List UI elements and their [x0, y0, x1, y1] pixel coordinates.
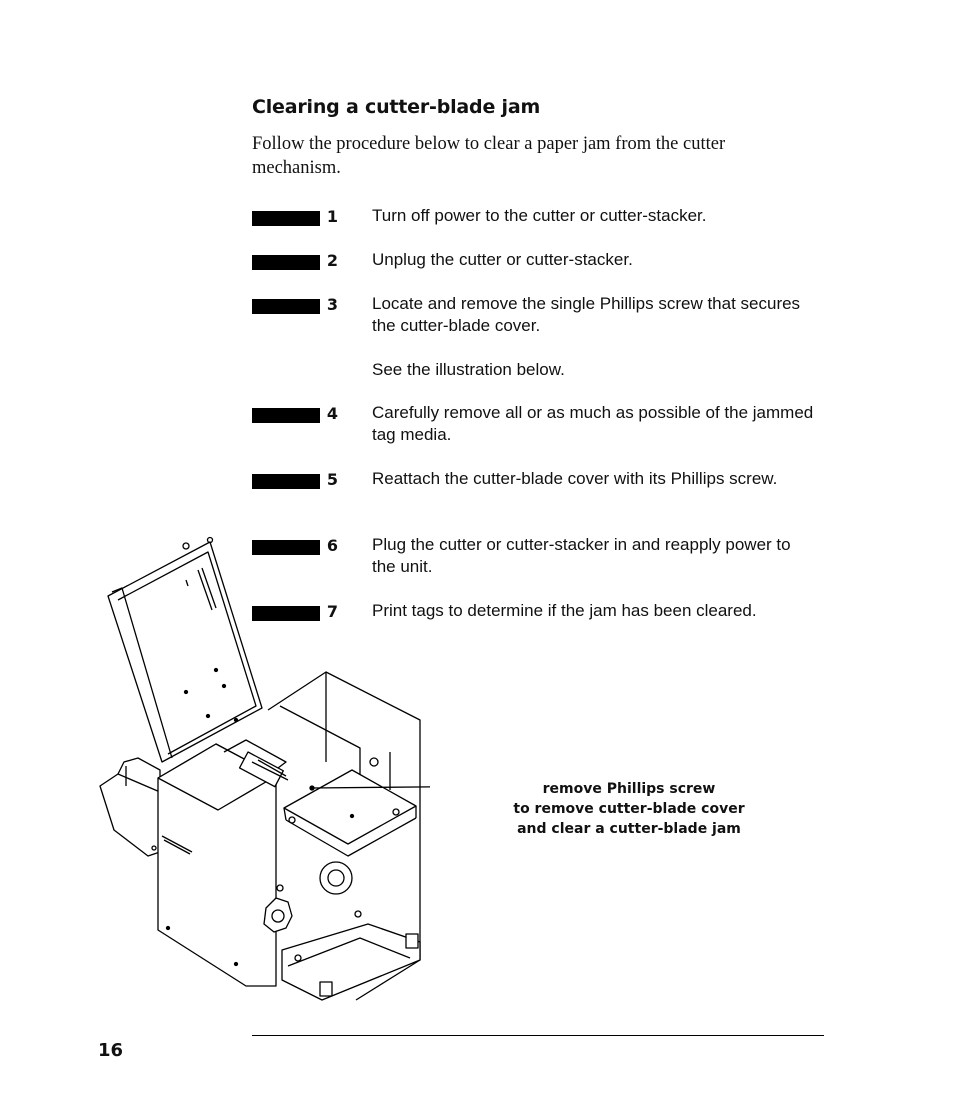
- step-number: 1: [326, 207, 338, 226]
- step-instruction: Unplug the cutter or cutter-stacker.: [372, 250, 633, 269]
- step-text: Reattach the cutter-blade cover with its…: [372, 468, 817, 490]
- step-number: 4: [326, 404, 338, 423]
- step-note: See the illustration below.: [372, 360, 565, 379]
- step-text: Unplug the cutter or cutter-stacker.: [372, 249, 817, 271]
- step-bar: [252, 255, 320, 270]
- step-text: Plug the cutter or cutter-stacker in and…: [372, 534, 817, 578]
- section-title: Clearing a cutter-blade jam: [252, 96, 541, 118]
- step-text: Locate and remove the single Phillips sc…: [372, 293, 817, 381]
- step-bar: [252, 474, 320, 489]
- step-instruction: Turn off power to the cutter or cutter-s…: [372, 206, 707, 225]
- step-text: Print tags to determine if the jam has b…: [372, 600, 817, 622]
- step-number: 7: [326, 602, 338, 621]
- step-text: Carefully remove all or as much as possi…: [372, 402, 817, 446]
- step-bar: [252, 299, 320, 314]
- step-instruction: Print tags to determine if the jam has b…: [372, 601, 757, 620]
- step-text: Turn off power to the cutter or cutter-s…: [372, 205, 817, 227]
- step-bar: [252, 606, 320, 621]
- step-bar: [252, 211, 320, 226]
- step-bar: [252, 408, 320, 423]
- step-instruction: Plug the cutter or cutter-stacker in and…: [372, 535, 791, 576]
- step-instruction: Carefully remove all or as much as possi…: [372, 403, 814, 444]
- step-bar: [252, 540, 320, 555]
- step-number: 2: [326, 251, 338, 270]
- step-instruction: Reattach the cutter-blade cover with its…: [372, 469, 778, 488]
- cutter-stacker-illustration: [99, 536, 430, 1001]
- page-number: 16: [98, 1040, 124, 1061]
- intro-paragraph: Follow the procedure below to clear a pa…: [252, 134, 726, 178]
- callout-line-2: to remove cutter-blade cover: [513, 801, 745, 817]
- step-number: 6: [326, 536, 338, 555]
- callout-line-3: and clear a cutter-blade jam: [517, 821, 741, 837]
- step-instruction: Locate and remove the single Phillips sc…: [372, 294, 801, 335]
- step-number: 5: [326, 470, 338, 489]
- callout-line-1: remove Phillips screw: [542, 781, 716, 797]
- footer-rule: [252, 1035, 824, 1036]
- callout-label: remove Phillips screw to remove cutter-b…: [500, 779, 758, 839]
- step-number: 3: [326, 295, 338, 314]
